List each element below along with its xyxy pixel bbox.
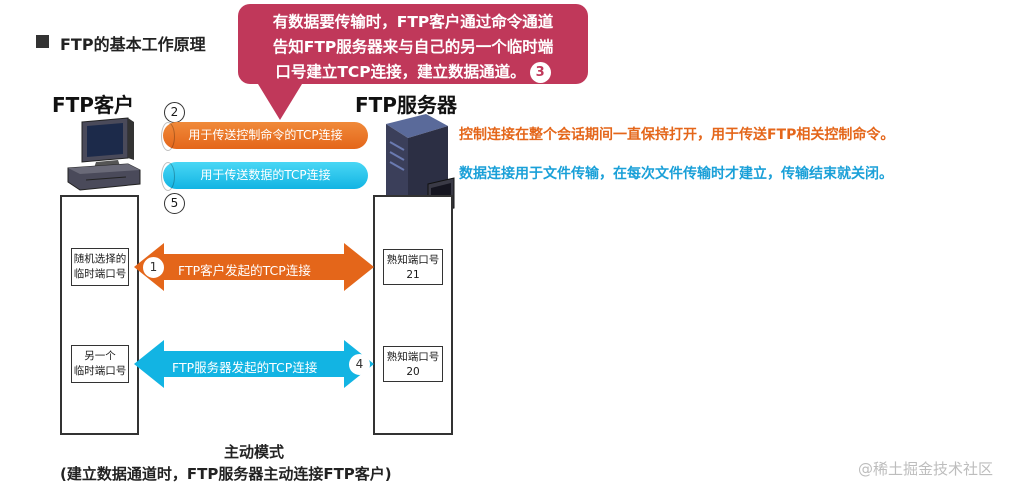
page-heading: FTP的基本工作原理	[60, 35, 206, 54]
server-column	[373, 195, 453, 435]
control-pipe-label: 用于传送控制命令的TCP连接	[188, 128, 343, 142]
client-port2-line1: 另一个	[84, 350, 116, 362]
control-connection-note: 控制连接在整个会话期间一直保持打开，用于传送FTP相关控制命令。	[459, 127, 895, 143]
control-connection-pipe: 用于传送控制命令的TCP连接	[161, 122, 368, 151]
server-port-box-1: 熟知端口号 21	[383, 249, 443, 285]
step-1-marker: 1	[143, 257, 164, 278]
step-2-marker: 2	[164, 102, 185, 123]
server-port1-line1: 熟知端口号	[386, 254, 440, 266]
callout-bubble: 有数据要传输时，FTP客户通过命令通道 告知FTP服务器来与自己的另一个临时端 …	[238, 4, 588, 84]
callout-tail	[258, 84, 302, 120]
data-connection-note: 数据连接用于文件传输，在每次文件传输时才建立，传输结束就关闭。	[459, 166, 893, 182]
client-initiated-arrow	[134, 243, 374, 291]
client-title: FTP客户	[52, 93, 134, 117]
data-pipe-label: 用于传送数据的TCP连接	[200, 168, 331, 182]
server-port2-value: 20	[406, 366, 420, 378]
heading-bullet	[36, 35, 49, 48]
client-port1-line1: 随机选择的	[73, 253, 127, 265]
data-connection-pipe: 用于传送数据的TCP连接	[161, 162, 368, 191]
step-3-badge: 3	[529, 62, 551, 83]
client-initiated-label: FTP客户发起的TCP连接	[178, 263, 311, 278]
server-port-box-2: 熟知端口号 20	[383, 346, 443, 382]
client-computer-icon	[67, 117, 141, 191]
server-port2-line1: 熟知端口号	[386, 351, 440, 363]
callout-line-2: 告知FTP服务器来与自己的另一个临时端	[272, 38, 554, 56]
server-initiated-arrow	[134, 340, 374, 388]
watermark: @稀土掘金技术社区	[858, 460, 994, 478]
client-port-box-2: 另一个 临时端口号	[71, 345, 129, 383]
server-title: FTP服务器	[355, 93, 457, 117]
server-port1-value: 21	[406, 269, 420, 281]
callout-line-3: 口号建立TCP连接，建立数据通道。	[275, 63, 526, 81]
mode-title: 主动模式	[224, 443, 285, 461]
client-column	[60, 195, 139, 435]
client-port1-line2: 临时端口号	[73, 268, 127, 280]
mode-description: (建立数据通道时，FTP服务器主动连接FTP客户)	[60, 465, 392, 483]
step-4-marker: 4	[349, 354, 370, 375]
step-5-marker: 5	[164, 193, 185, 214]
callout-line-1: 有数据要传输时，FTP客户通过命令通道	[272, 13, 554, 31]
client-port2-line2: 临时端口号	[73, 365, 127, 377]
server-initiated-label: FTP服务器发起的TCP连接	[172, 360, 318, 375]
callout-line-3-wrap: 口号建立TCP连接，建立数据通道。3	[248, 60, 578, 85]
client-port-box-1: 随机选择的 临时端口号	[71, 248, 129, 286]
server-icon	[386, 114, 455, 216]
